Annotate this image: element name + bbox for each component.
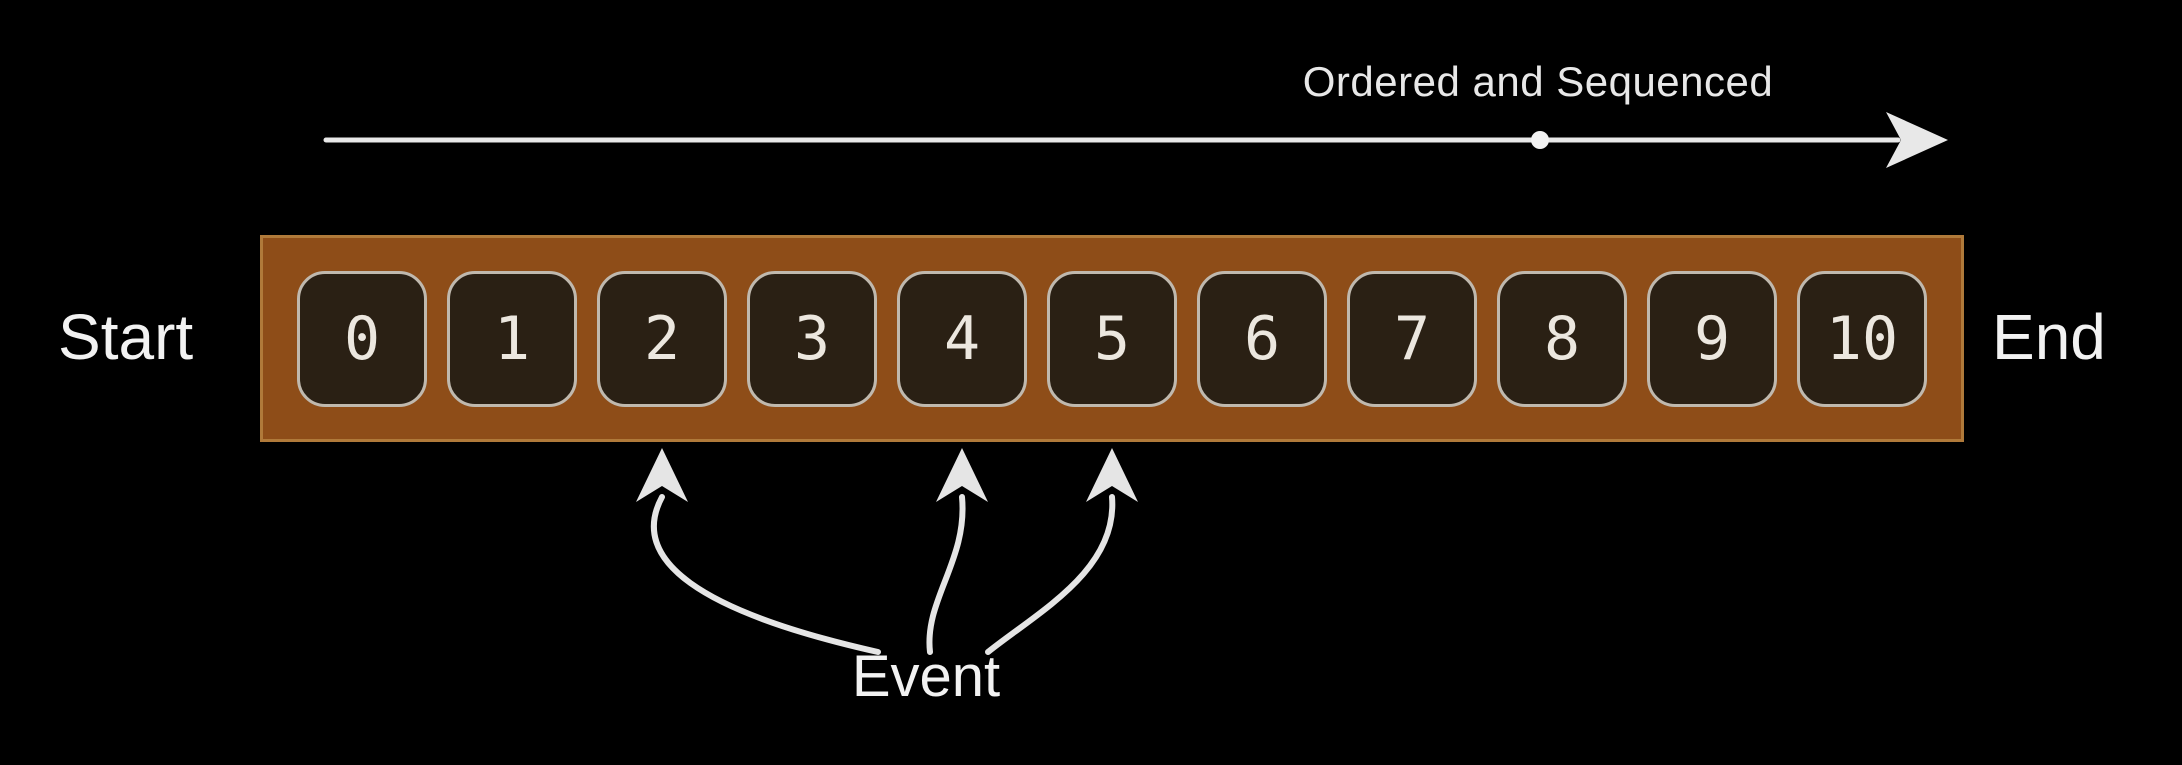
top-arrow-head-icon: [1886, 112, 1948, 168]
ordered-sequenced-label: Ordered and Sequenced: [1302, 58, 1774, 105]
event-arrow-head-5-icon: [1086, 448, 1138, 502]
timeline-cell-3-value: 3: [793, 303, 831, 374]
timeline-cell-9: 9: [1647, 270, 1777, 407]
timeline-cell-10: 10: [1797, 270, 1927, 407]
timeline-cell-6: 6: [1197, 270, 1327, 407]
timeline-cell-0: 0: [297, 270, 427, 407]
timeline-cell-7: 7: [1347, 270, 1477, 407]
start-label: Start: [58, 301, 194, 373]
event-arrow-heads: [636, 448, 1138, 502]
event-arrow-curve-to-5: [985, 494, 1116, 655]
event-arrows: [650, 494, 1116, 655]
event-arrow-curve-to-2: [650, 494, 881, 655]
end-label: End: [1992, 301, 2106, 373]
timeline-cell-3: 3: [747, 270, 877, 407]
ordered-sequenced-arrow: [323, 112, 1948, 168]
timeline-cell-4-value: 4: [943, 303, 981, 374]
timeline-cell-1-value: 1: [493, 303, 531, 374]
timeline-cell-5: 5: [1047, 270, 1177, 407]
timeline-cell-6-value: 6: [1243, 303, 1281, 374]
timeline-cell-1: 1: [447, 270, 577, 407]
timeline-cell-8-value: 8: [1543, 303, 1581, 374]
timeline-cell-9-value: 9: [1693, 303, 1731, 374]
event-label: Event: [851, 644, 1001, 709]
timeline-cell-5-value: 5: [1093, 303, 1131, 374]
timeline-cell-2: 2: [597, 270, 727, 407]
event-arrow-head-4-icon: [936, 448, 988, 502]
event-arrow-curve-to-4: [926, 494, 966, 655]
top-arrow-midpoint-dot: [1531, 131, 1549, 149]
timeline-cell-10-value: 10: [1825, 303, 1899, 374]
event-arrow-head-2-icon: [636, 448, 688, 502]
timeline-cell-8: 8: [1497, 270, 1627, 407]
timeline-cell-0-value: 0: [343, 303, 381, 374]
timeline-cell-7-value: 7: [1393, 303, 1431, 374]
timeline-cell-4: 4: [897, 270, 1027, 407]
timeline-cell-2-value: 2: [643, 303, 681, 374]
timeline-bar: 0 1 2 3 4 5 6 7 8 9 10: [260, 235, 1964, 442]
